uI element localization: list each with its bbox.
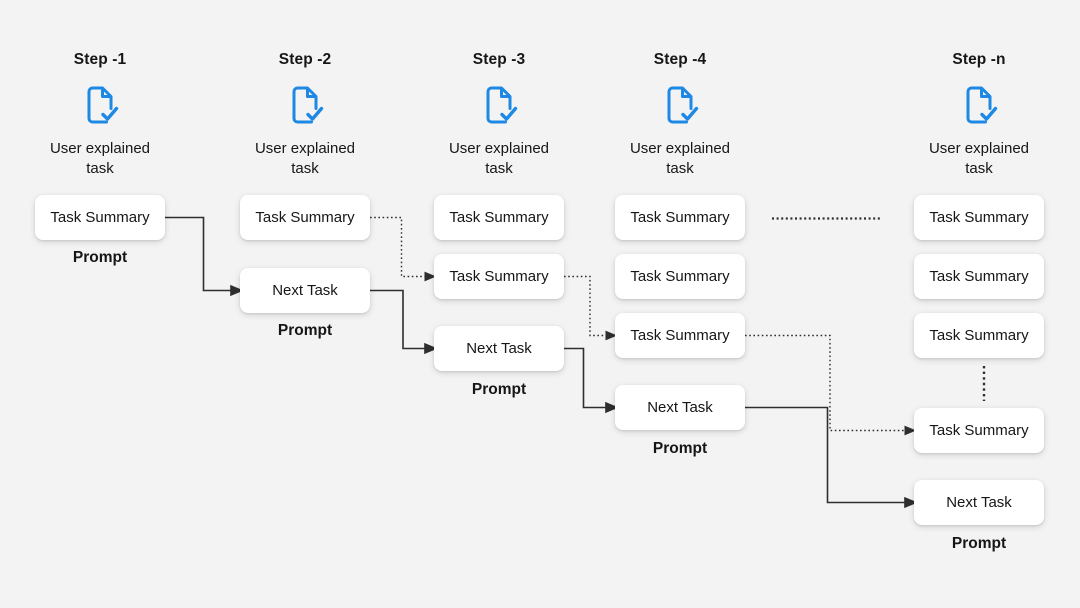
step-title: Step -4 — [653, 51, 707, 68]
prompt-label: Prompt — [951, 535, 1007, 552]
step-title: Step -n — [952, 51, 1006, 68]
step-column-1: Step -1 User explained task Task Summary… — [35, 0, 165, 608]
edge-step3-to-step4-solid — [564, 347, 619, 414]
user-explained-task-label: User explained task — [629, 140, 731, 177]
prompt-label: Prompt — [471, 381, 527, 398]
edge-step1-to-step2-solid — [165, 216, 244, 297]
task-summary-node: Task Summary — [615, 195, 745, 240]
user-explained-task-label: User explained task — [49, 140, 151, 177]
next-task-node: Next Task — [434, 326, 564, 371]
step-title: Step -3 — [472, 51, 526, 68]
user-explained-task-label: User explained task — [928, 140, 1030, 177]
task-summary-node: Task Summary — [434, 195, 564, 240]
step-column-2: Step -2 User explained task Task Summary… — [240, 0, 370, 608]
step-title: Step -1 — [73, 51, 127, 68]
edge-step3-to-step4-dotted — [564, 275, 618, 341]
task-summary-node: Task Summary — [35, 195, 165, 240]
document-check-icon — [292, 86, 324, 124]
task-summary-node: Task Summary — [914, 195, 1044, 240]
user-explained-task-label: User explained task — [448, 140, 550, 177]
prompt-label: Prompt — [72, 249, 128, 266]
task-summary-node: Task Summary — [240, 195, 370, 240]
document-check-icon — [486, 86, 518, 124]
prompt-label: Prompt — [652, 440, 708, 457]
task-summary-node: Task Summary — [434, 254, 564, 299]
document-check-icon — [966, 86, 998, 124]
edge-step4-to-stepn-dotted — [745, 334, 917, 436]
step-column-3: Step -3 User explained task Task Summary… — [434, 0, 564, 608]
user-explained-task-label: User explained task — [254, 140, 356, 177]
edge-step2-to-step3-dotted — [370, 216, 437, 282]
document-check-icon — [87, 86, 119, 124]
task-summary-node: Task Summary — [914, 408, 1044, 453]
edge-step4-to-stepn-solid — [745, 406, 918, 509]
step-column-n: Step -n User explained task Task Summary… — [914, 0, 1044, 608]
task-summary-node: Task Summary — [615, 254, 745, 299]
next-task-node: Next Task — [240, 268, 370, 313]
document-check-icon — [667, 86, 699, 124]
edge-step2-to-step3-solid — [370, 289, 438, 355]
step-column-4: Step -4 User explained task Task Summary… — [615, 0, 745, 608]
next-task-node: Next Task — [615, 385, 745, 430]
task-summary-node: Task Summary — [914, 254, 1044, 299]
task-summary-node: Task Summary — [914, 313, 1044, 358]
prompt-label: Prompt — [277, 322, 333, 339]
task-summary-node: Task Summary — [615, 313, 745, 358]
next-task-node: Next Task — [914, 480, 1044, 525]
step-title: Step -2 — [278, 51, 332, 68]
